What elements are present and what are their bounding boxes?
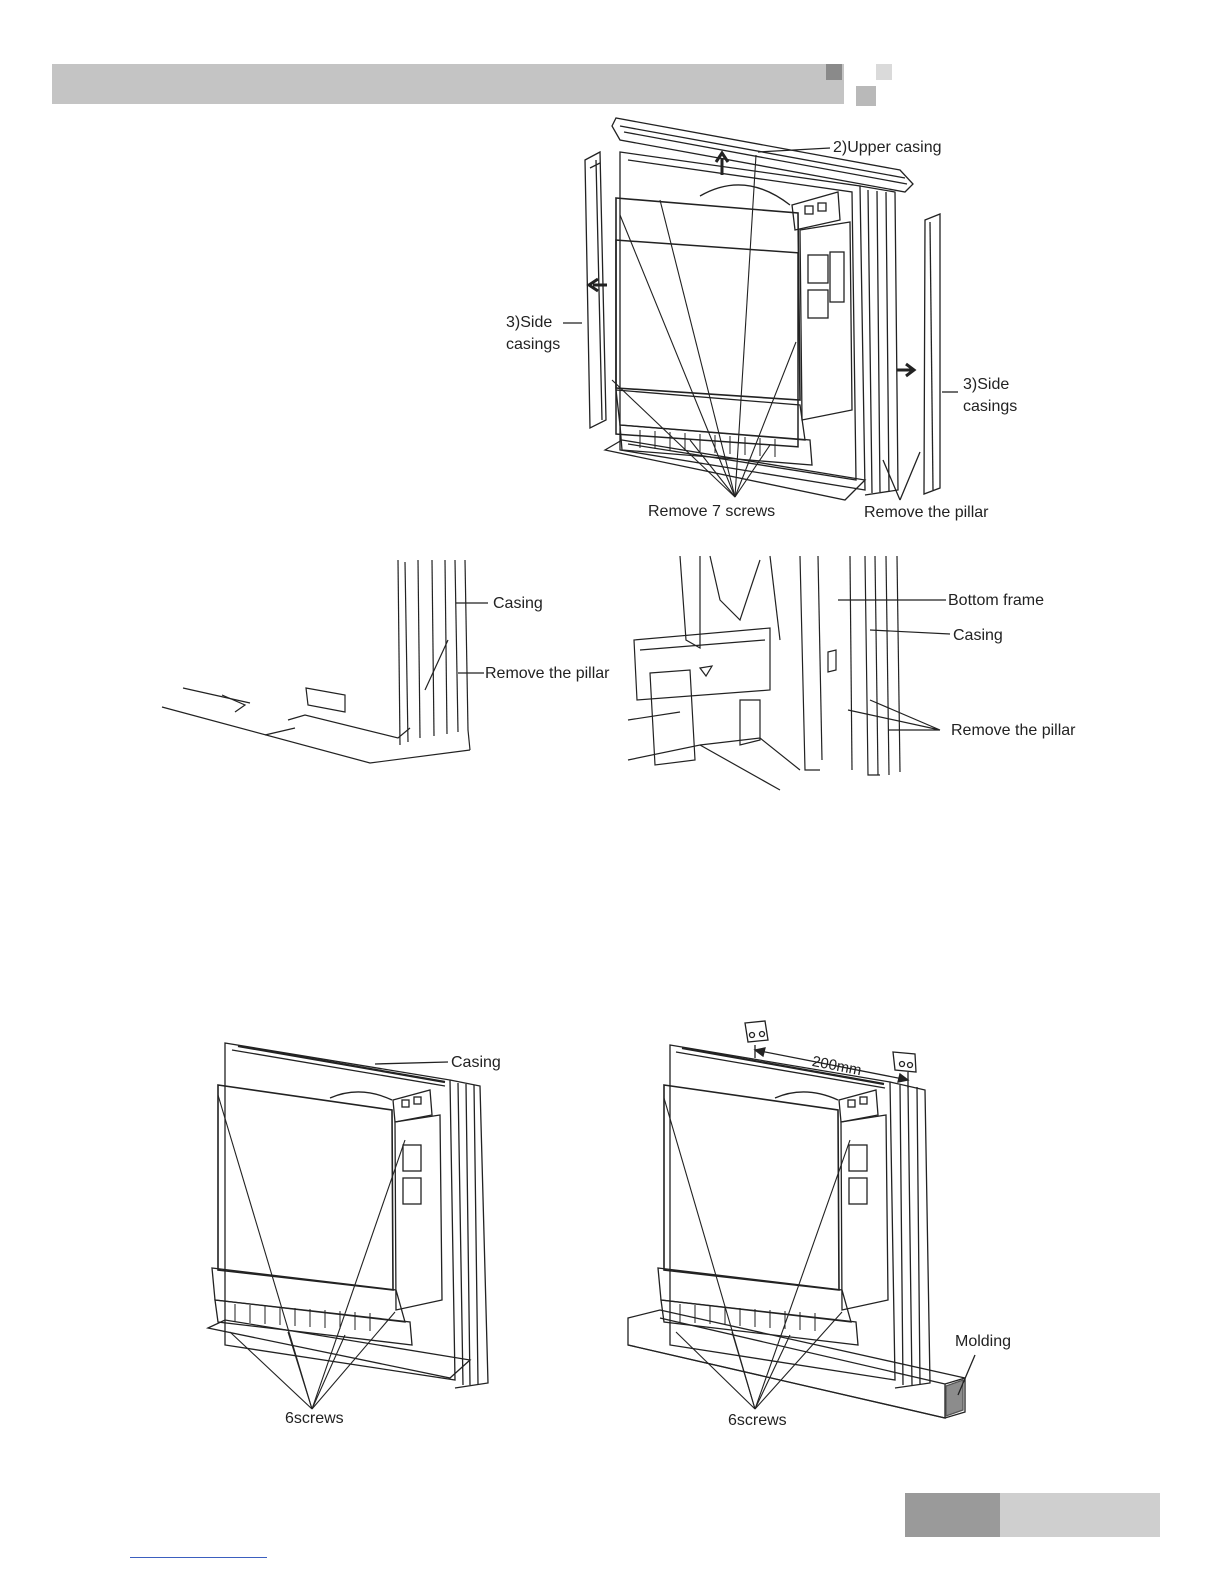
footer-bar-light xyxy=(1000,1493,1160,1537)
footer-link-underline[interactable] xyxy=(130,1557,267,1558)
screws-label-mounting: 6screws xyxy=(728,1410,787,1432)
footer-bar-dark xyxy=(905,1493,1000,1537)
molding-label: Molding xyxy=(955,1331,1011,1353)
